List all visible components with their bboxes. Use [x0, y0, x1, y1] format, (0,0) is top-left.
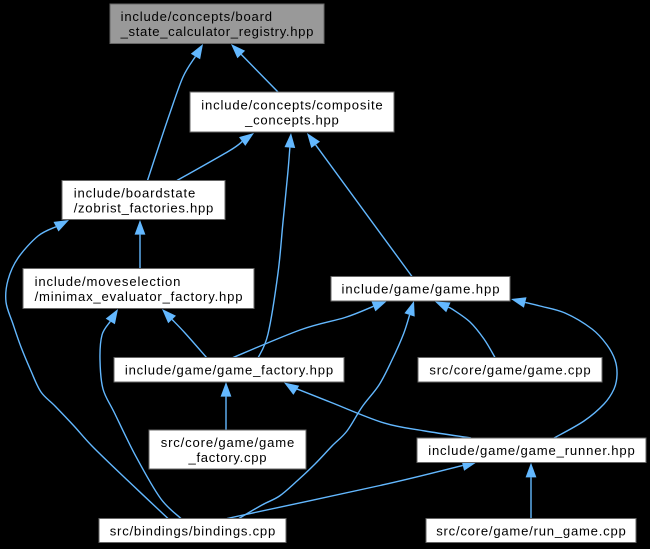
svg-text:/zobrist_factories.hpp: /zobrist_factories.hpp: [74, 201, 214, 216]
svg-text:src/core/game/game.cpp: src/core/game/game.cpp: [429, 363, 590, 378]
svg-text:include/concepts/board: include/concepts/board: [121, 9, 273, 24]
svg-text:include/game/game_factory.hpp: include/game/game_factory.hpp: [125, 363, 333, 378]
svg-text:include/game/game_runner.hpp: include/game/game_runner.hpp: [428, 443, 635, 458]
svg-text:include/boardstate: include/boardstate: [74, 185, 196, 200]
svg-text:/minimax_evaluator_factory.hpp: /minimax_evaluator_factory.hpp: [35, 289, 243, 304]
svg-text:include/game/game.hpp: include/game/game.hpp: [342, 282, 500, 297]
svg-text:src/core/game/run_game.cpp: src/core/game/run_game.cpp: [436, 523, 626, 538]
svg-text:_state_calculator_registry.hpp: _state_calculator_registry.hpp: [120, 24, 314, 39]
svg-text:src/bindings/bindings.cpp: src/bindings/bindings.cpp: [110, 523, 276, 538]
svg-text:src/core/game/game: src/core/game/game: [161, 435, 295, 450]
svg-text:_concepts.hpp: _concepts.hpp: [244, 113, 339, 128]
svg-text:_factory.cpp: _factory.cpp: [188, 450, 267, 465]
svg-text:include/moveselection: include/moveselection: [35, 274, 181, 289]
svg-text:include/concepts/composite: include/concepts/composite: [201, 97, 382, 112]
